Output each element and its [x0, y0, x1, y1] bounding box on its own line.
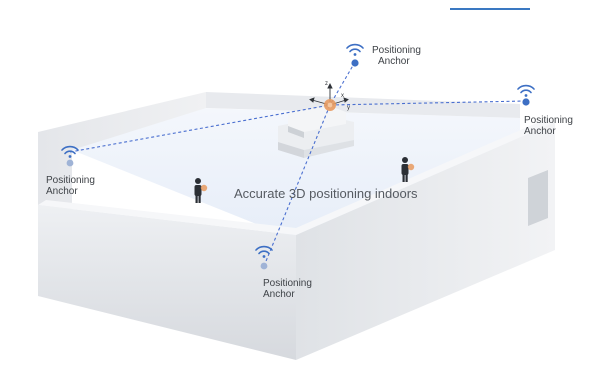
room-back-wall — [206, 92, 520, 118]
signal-line — [263, 104, 331, 267]
position-tag-icon — [324, 99, 336, 111]
anchor-label-line2: Anchor — [46, 186, 78, 197]
anchor-label-bottom: Positioning Anchor — [263, 278, 312, 300]
axis-label-y: y — [347, 105, 350, 111]
axis-label-x: x — [341, 93, 344, 99]
anchor-label-line1: Positioning — [46, 175, 95, 186]
wifi-icon — [517, 84, 535, 97]
signal-lines — [69, 61, 527, 267]
anchor-dot — [260, 262, 268, 270]
signal-line — [69, 104, 331, 153]
wifi-icon — [255, 245, 273, 258]
anchor-label-line1: Positioning — [524, 115, 573, 126]
anchor-dot — [522, 98, 530, 106]
room-doorway — [528, 170, 548, 226]
axis-arrows — [309, 82, 349, 106]
wifi-icon — [346, 43, 364, 56]
top-tab-indicator — [450, 0, 530, 10]
person-icon — [194, 178, 208, 203]
furniture-block — [278, 106, 354, 158]
anchor-label-right: Positioning Anchor — [524, 115, 573, 137]
wifi-icon — [61, 145, 79, 158]
anchor-label-line1: Positioning — [372, 45, 421, 56]
diagram-headline: Accurate 3D positioning indoors — [234, 186, 418, 201]
anchor-label-line1: Positioning — [263, 278, 312, 289]
anchor-right — [517, 84, 535, 106]
room-front-wall — [38, 205, 296, 360]
anchor-bottom — [255, 245, 273, 270]
anchor-label-line2: Anchor — [378, 56, 410, 67]
axis-label-z: z — [325, 81, 328, 87]
room-left-wall — [38, 92, 206, 222]
room-right-wall — [296, 122, 555, 360]
anchor-top — [346, 43, 364, 67]
person-icon — [401, 157, 415, 182]
anchor-label-line2: Anchor — [524, 126, 556, 137]
anchor-dot — [66, 159, 74, 167]
anchor-left — [61, 145, 79, 167]
anchor-label-top: Positioning Anchor — [372, 45, 421, 67]
anchor-label-left: Positioning Anchor — [46, 175, 95, 197]
anchor-label-line2: Anchor — [263, 289, 295, 300]
signal-line — [329, 61, 356, 106]
anchor-dot — [351, 59, 359, 67]
